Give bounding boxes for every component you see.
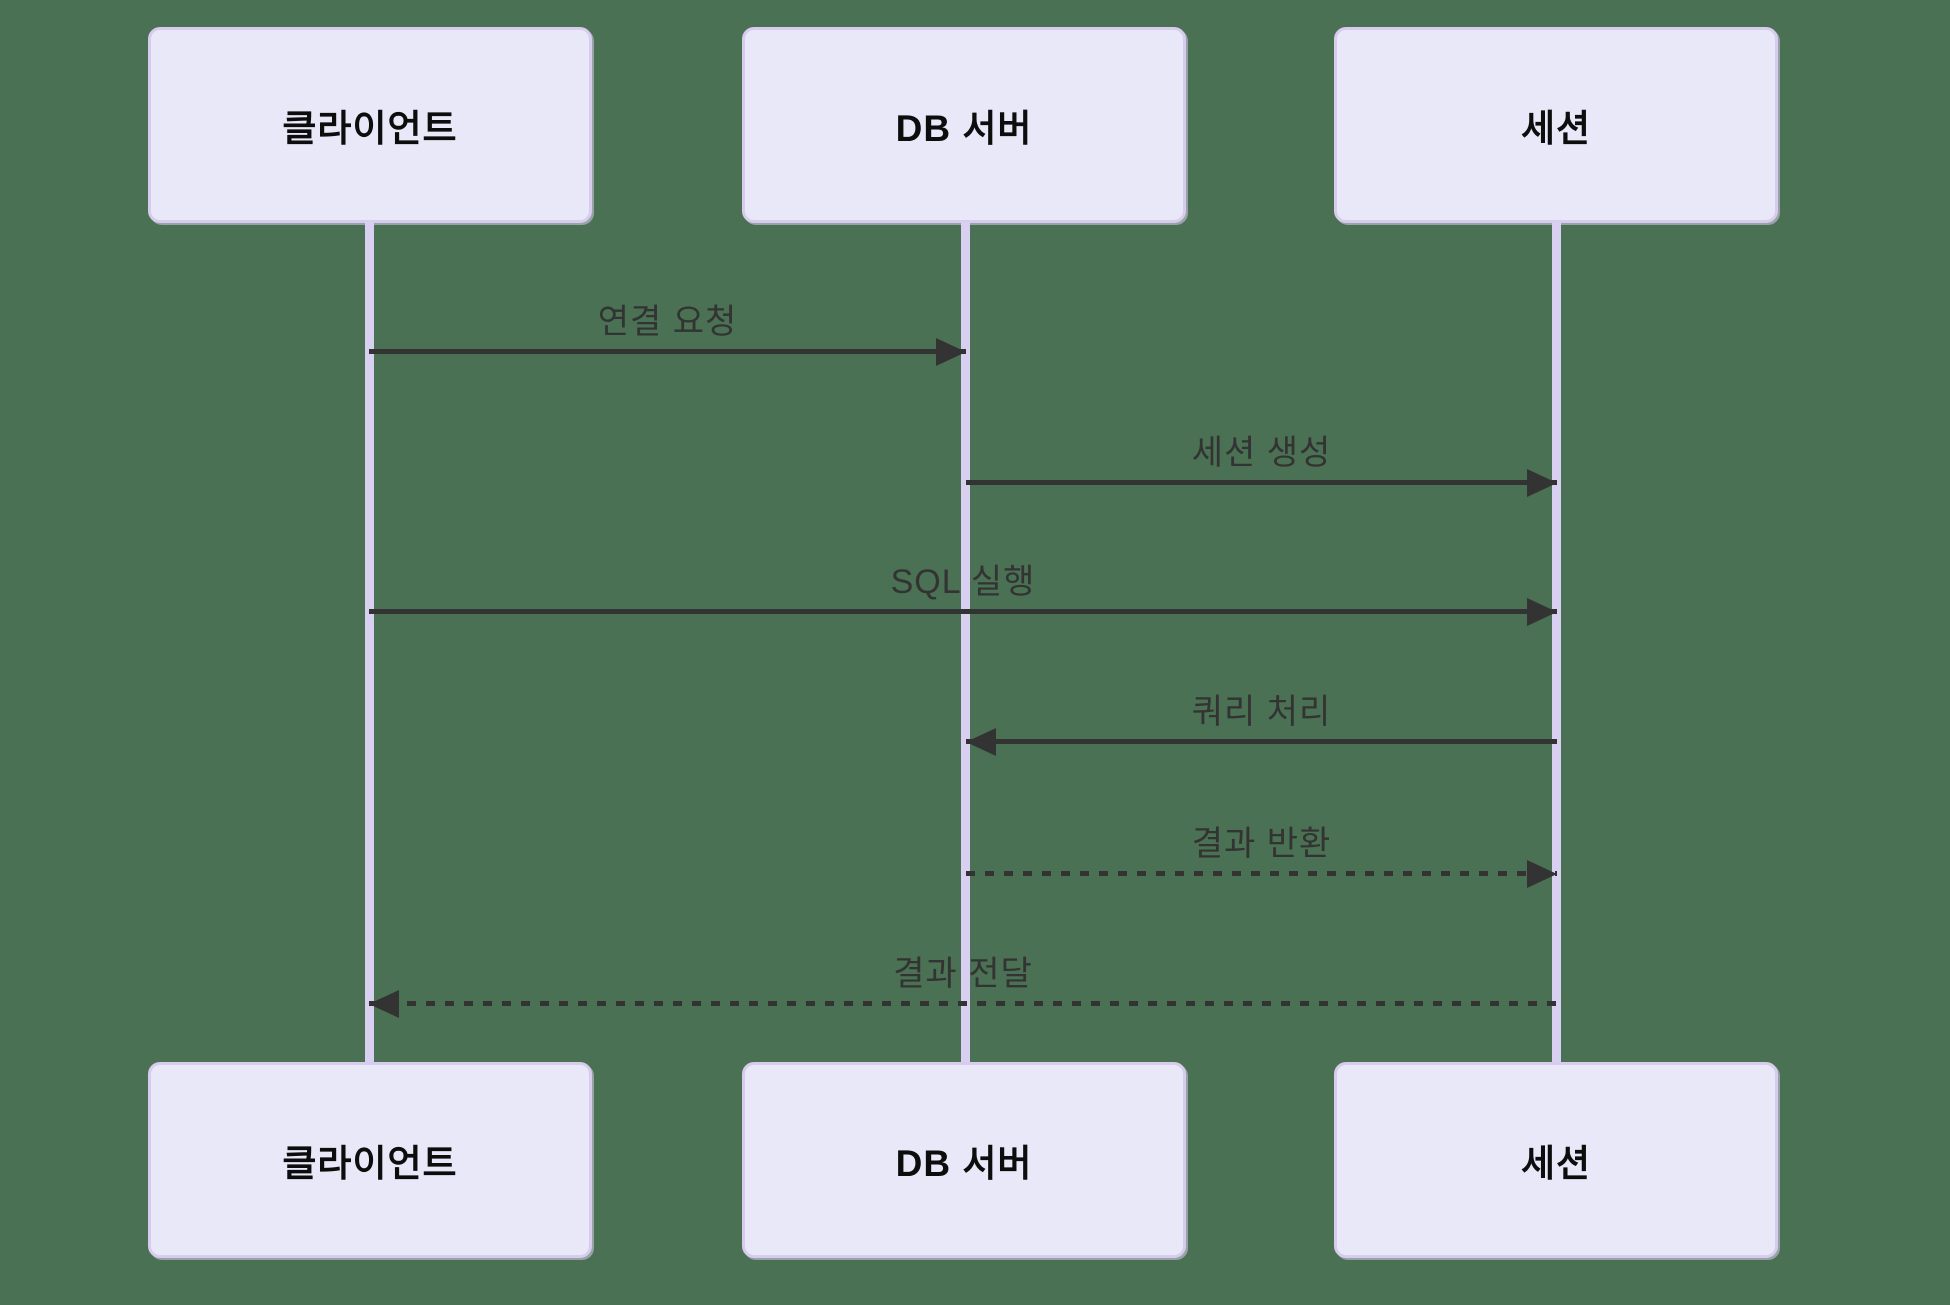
- actor-label-db-server: DB 서버: [895, 108, 1033, 149]
- message-line: [966, 739, 1557, 744]
- message-line: [369, 1001, 1557, 1006]
- message-line: [966, 480, 1557, 485]
- actor-box-session-bottom: 세션: [1334, 1062, 1778, 1258]
- lifeline-db-server: [961, 222, 970, 1062]
- message-return-result: 결과 반환: [966, 816, 1557, 904]
- actor-box-client-bottom: 클라이언트: [148, 1062, 592, 1258]
- arrowhead-right-icon: [1527, 469, 1557, 497]
- arrowhead-left-icon: [369, 990, 399, 1018]
- actor-box-db-server-bottom: DB 서버: [742, 1062, 1186, 1258]
- actor-label-session: 세션: [1520, 1143, 1592, 1184]
- actor-label-session: 세션: [1520, 108, 1592, 149]
- message-label: 결과 전달: [893, 955, 1033, 993]
- message-deliver-result: 결과 전달: [369, 946, 1557, 1034]
- message-label: 결과 반환: [1191, 825, 1332, 863]
- actor-box-db-server-top: DB 서버: [742, 27, 1186, 223]
- arrowhead-right-icon: [1527, 860, 1557, 888]
- actor-label-client: 클라이언트: [282, 108, 458, 149]
- message-create-session: 세션 생성: [966, 425, 1557, 513]
- actor-label-client: 클라이언트: [282, 1143, 458, 1184]
- message-sql-execute: SQL 실행: [369, 554, 1557, 642]
- arrowhead-left-icon: [966, 728, 996, 756]
- message-label: SQL 실행: [890, 563, 1036, 601]
- message-line: [966, 871, 1557, 876]
- message-query-processing: 쿼리 처리: [966, 684, 1557, 772]
- message-line: [369, 609, 1557, 614]
- message-label: 연결 요청: [597, 303, 738, 341]
- actor-box-client-top: 클라이언트: [148, 27, 592, 223]
- message-label: 쿼리 처리: [1191, 693, 1332, 731]
- lifeline-session: [1552, 222, 1561, 1062]
- lifeline-client: [365, 222, 374, 1062]
- message-label: 세션 생성: [1191, 434, 1332, 472]
- actor-box-session-top: 세션: [1334, 27, 1778, 223]
- arrowhead-right-icon: [936, 338, 966, 366]
- actor-label-db-server: DB 서버: [895, 1143, 1033, 1184]
- message-connection-request: 연결 요청: [369, 294, 966, 382]
- arrowhead-right-icon: [1527, 598, 1557, 626]
- message-line: [369, 349, 966, 354]
